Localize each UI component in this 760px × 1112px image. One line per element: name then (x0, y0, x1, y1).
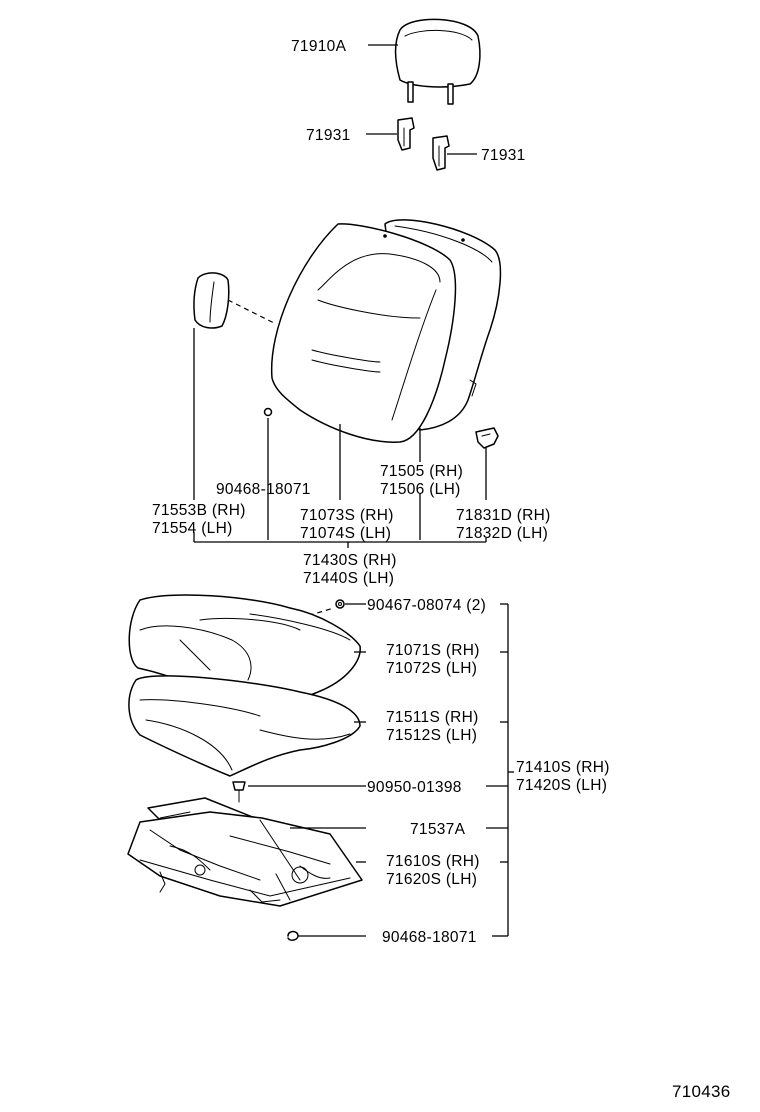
label-frame-rh: 71610S (RH) (386, 853, 480, 870)
headrest (394, 18, 481, 105)
label-headrest: 71910A (291, 38, 347, 55)
label-screw-back: 90468-18071 (216, 481, 311, 498)
frame-screw (287, 930, 299, 941)
headrest-support-right (432, 135, 450, 171)
label-cushion-cover-lh: 71072S (LH) (386, 660, 477, 677)
fastener (232, 781, 246, 803)
label-cushion-pad-lh: 71512S (LH) (386, 727, 477, 744)
label-support-right: 71931 (481, 147, 526, 164)
label-back-assy-lh: 71440S (LH) (303, 570, 394, 587)
diagram-id: 710436 (672, 1082, 731, 1101)
seat-frame (127, 811, 363, 907)
label-back-pad-rh: 71505 (RH) (380, 463, 463, 480)
back-panel (193, 272, 230, 329)
label-cushion-assy-lh: 71420S (LH) (516, 777, 607, 794)
label-cushion-pad-rh: 71511S (RH) (386, 709, 479, 726)
seat-lock (475, 427, 499, 449)
label-back-assy-rh: 71430S (RH) (303, 552, 397, 569)
label-back-cover-rh: 71073S (RH) (300, 507, 394, 524)
headrest-support-left (397, 117, 415, 151)
label-clip: 90467-08074 (2) (367, 597, 486, 614)
label-plate: 71537A (410, 821, 466, 838)
label-back-panel-lh: 71554 (LH) (152, 520, 233, 537)
label-support-left: 71931 (306, 127, 351, 144)
label-back-cover-lh: 71074S (LH) (300, 525, 391, 542)
back-screw (263, 407, 273, 417)
label-lock-lh: 71832D (LH) (456, 525, 548, 542)
label-back-pad-lh: 71506 (LH) (380, 481, 461, 498)
clip (335, 599, 345, 609)
label-fastener: 90950-01398 (367, 779, 462, 796)
cushion-pad (128, 675, 361, 777)
label-screw-frame: 90468-18071 (382, 929, 477, 946)
label-cushion-cover-rh: 71071S (RH) (386, 642, 480, 659)
seat-back (270, 219, 502, 443)
label-frame-lh: 71620S (LH) (386, 871, 477, 888)
label-lock-rh: 71831D (RH) (456, 507, 551, 524)
label-cushion-assy-rh: 71410S (RH) (516, 759, 610, 776)
label-back-panel-rh: 71553B (RH) (152, 502, 246, 519)
